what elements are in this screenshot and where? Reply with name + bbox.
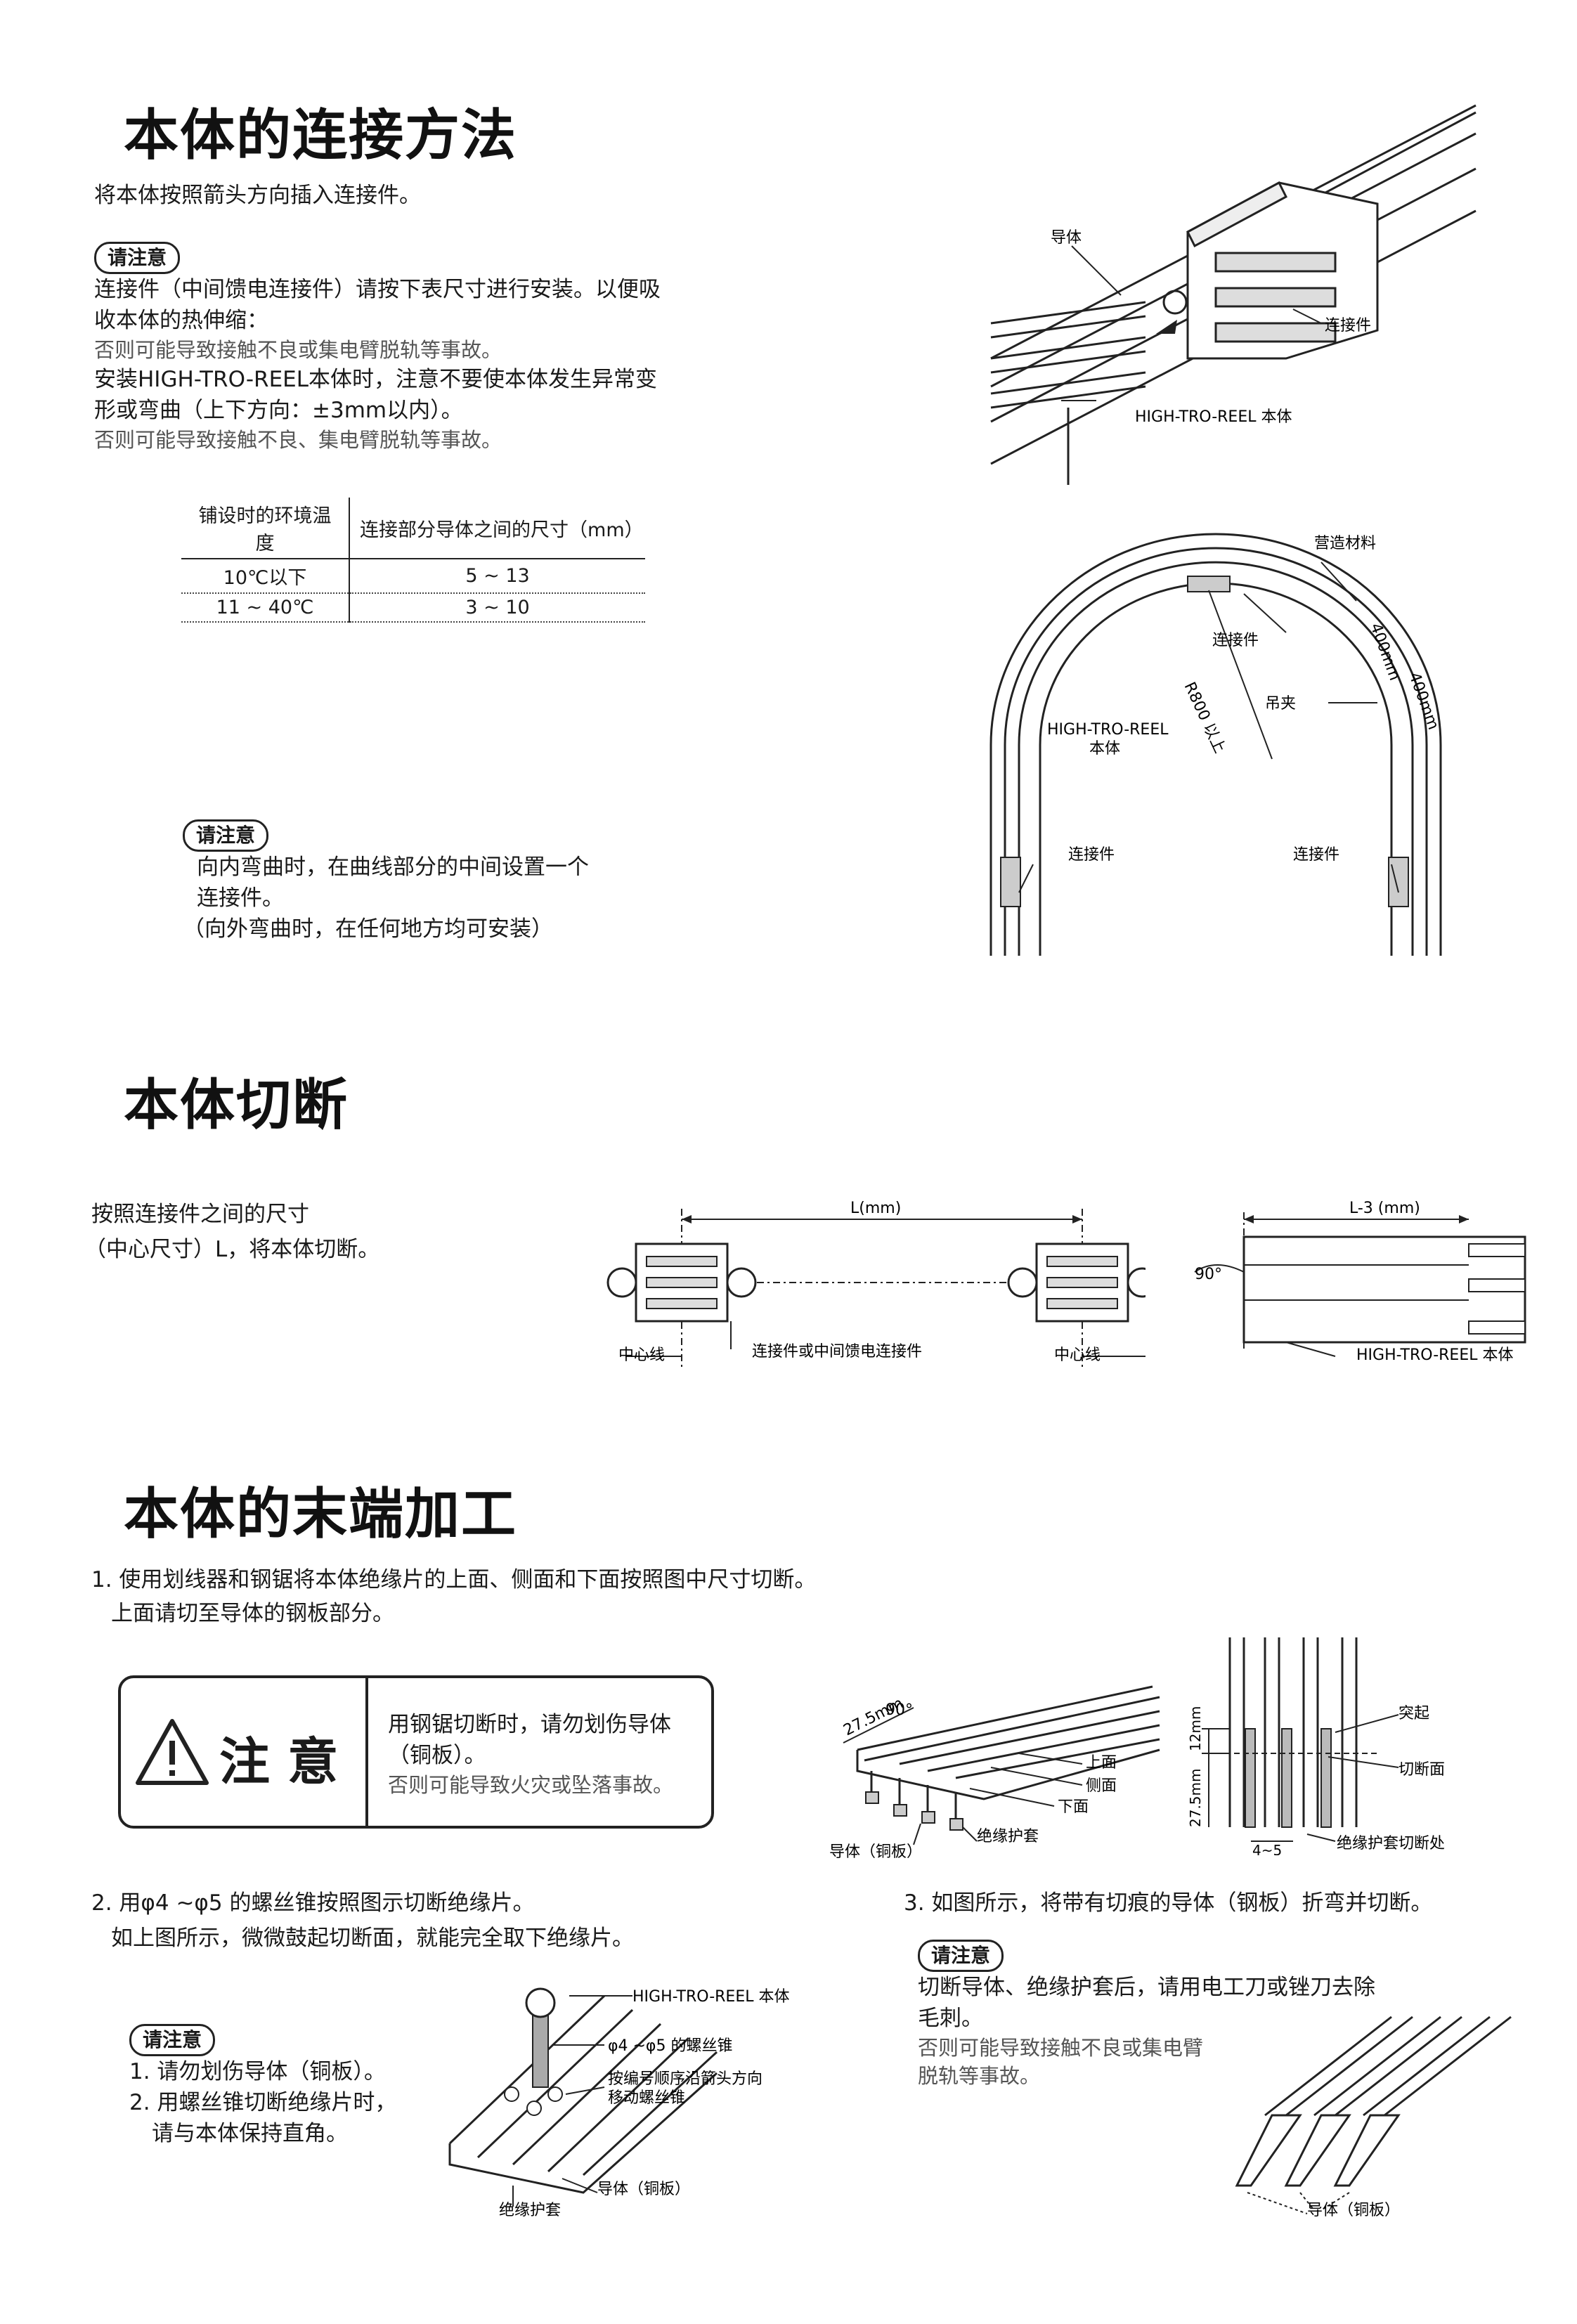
label-dimv2: 12mm <box>1188 1706 1204 1751</box>
warning-icon <box>136 1719 209 1785</box>
note-line: 收本体的热伸缩： <box>94 308 268 333</box>
label-radius: R800 以上 <box>1181 680 1228 756</box>
label-body1: HIGH-TRO-REEL <box>1047 721 1169 739</box>
label-body: HIGH-TRO-REEL 本体 <box>632 1988 789 2006</box>
label-angle: 90° <box>885 1701 913 1719</box>
label-clamp: 吊夹 <box>1265 695 1296 713</box>
note-tag: 请注意 <box>918 1940 1004 1972</box>
warning-line: （铜板）。 <box>388 1743 486 1768</box>
label-dimv1: 27.5mm <box>1188 1769 1204 1828</box>
label-l-dim: L(mm) <box>850 1200 901 1217</box>
label-sheath: 绝缘护套 <box>977 1828 1039 1845</box>
cut-text-2: （中心尺寸）L，将本体切断。 <box>84 1237 380 1262</box>
table-cell: 3 ~ 10 <box>349 593 645 623</box>
note-tag: 请注意 <box>94 242 181 274</box>
label-bottom: 下面 <box>1058 1798 1089 1816</box>
bend-figure: 导体（铜板） <box>1235 2015 1512 2219</box>
cut-l3-figure: L-3 (mm) 90° HIGH-TRO-REEL 本体 <box>1194 1200 1526 1364</box>
label-body: HIGH-TRO-REEL 本体 <box>1135 408 1292 426</box>
label-conductor: 导体（铜板） <box>597 2181 690 2198</box>
step3: 3. 如图所示，将带有切痕的导体（钢板）折弯并切断。 <box>904 1890 1433 1916</box>
label-connector-right: 连接件 <box>1293 846 1339 864</box>
label-centerline-2: 中心线 <box>1054 1346 1101 1364</box>
label-connector-left: 连接件 <box>1068 846 1115 864</box>
label-sheath: 绝缘护套 <box>499 2202 561 2219</box>
note-line: 连接件（中间馈电连接件）请按下表尺寸进行安装。以便吸 <box>94 277 661 302</box>
table-row: 10℃以下 5 ~ 13 <box>181 559 645 594</box>
note-line: 连接件。 <box>197 885 284 911</box>
label-cutface: 切断面 <box>1398 1761 1445 1779</box>
label-bump: 突起 <box>1398 1705 1429 1722</box>
label-conductor: 导体（铜板） <box>1307 2202 1400 2219</box>
label-order-2: 移动螺丝锥 <box>608 2089 685 2107</box>
note-line: 安装HIGH-TRO-REEL本体时，注意不要使本体发生异常变 <box>94 367 658 392</box>
label-order-1: 按编号顺序沿箭头方向 <box>608 2070 762 2088</box>
label-side: 侧面 <box>1086 1777 1117 1795</box>
note-tag: 请注意 <box>129 2024 216 2056</box>
table-header: 连接部分导体之间的尺寸（mm） <box>349 498 645 559</box>
warning-line: 否则可能导致火灾或坠落事故。 <box>388 1773 674 1797</box>
step2-b: 如上图所示，微微鼓起切断面，就能完全取下绝缘片。 <box>111 1926 634 1951</box>
table-header-row: 铺设时的环境温度 连接部分导体之间的尺寸（mm） <box>181 498 645 559</box>
note1: 请注意 连接件（中间馈电连接件）请按下表尺寸进行安装。以便吸 收本体的热伸缩： … <box>94 242 661 454</box>
table-header: 铺设时的环境温度 <box>181 498 350 559</box>
note-line: 否则可能导致接触不良或集电臂 <box>918 2036 1204 2060</box>
end-cut-figure-a: 27.5mm 90° 上面 侧面 下面 导体（铜板） 绝缘护套 <box>829 1685 1160 1861</box>
label-connector: 连接件或中间馈电连接件 <box>752 1343 922 1361</box>
table-cell: 10℃以下 <box>181 559 350 594</box>
curve-figure: 营造材料 连接件 400mm 400mm R800 以上 吊夹 HIGH-TRO… <box>989 533 1442 956</box>
note-line: 1. 请勿划伤导体（铜板）。 <box>129 2059 386 2084</box>
warning-title: 注 意 <box>219 1732 339 1791</box>
note-line: 否则可能导致接触不良或集电臂脱轨等事故。 <box>94 338 502 362</box>
table-cell: 5 ~ 13 <box>349 559 645 594</box>
connect-intro: 将本体按照箭头方向插入连接件。 <box>94 183 421 208</box>
section-title-connect: 本体的连接方法 <box>124 104 518 167</box>
note-line: 2. 用螺丝锥切断绝缘片时， <box>129 2090 397 2115</box>
label-conductor: 导体 <box>1051 229 1082 247</box>
label-dim1: 400mm <box>1366 621 1403 683</box>
connection-figure: 导体 连接件 HIGH-TRO-REEL 本体 <box>990 104 1477 485</box>
note-line: 毛刺。 <box>918 2006 983 2031</box>
note-tag: 请注意 <box>183 819 269 852</box>
note4: 请注意 切断导体、绝缘护套后，请用电工刀或锉刀去除 毛刺。 否则可能导致接触不良… <box>918 1940 1375 2090</box>
label-centerline-1: 中心线 <box>618 1346 665 1364</box>
cut-length-figure: L(mm) 中心线 连接件或中间馈电连接件 中心线 <box>606 1200 1146 1370</box>
section-title-cut: 本体切断 <box>124 1074 349 1137</box>
note-line: （向外弯曲时，在任何地方均可安装） <box>183 916 553 942</box>
warning-text: 用钢锯切断时，请勿划伤导体 （铜板）。 否则可能导致火灾或坠落事故。 <box>388 1709 673 1799</box>
note-line: 形或弯曲（上下方向：±3mm以内）。 <box>94 398 463 423</box>
cut-text-1: 按照连接件之间的尺寸 <box>91 1202 309 1227</box>
warning-line: 用钢锯切断时，请勿划伤导体 <box>388 1712 671 1737</box>
table-row: 11 ~ 40℃ 3 ~ 10 <box>181 593 645 623</box>
label-drill: φ4 ~φ5 的螺丝锥 <box>608 2037 732 2055</box>
note3: 请注意 1. 请勿划伤导体（铜板）。 2. 用螺丝锥切断绝缘片时， 请与本体保持… <box>129 2024 396 2149</box>
spacing-table: 铺设时的环境温度 连接部分导体之间的尺寸（mm） 10℃以下 5 ~ 13 11… <box>181 498 645 623</box>
label-connector-top: 连接件 <box>1212 632 1259 649</box>
note-line: 脱轨等事故。 <box>918 2064 1041 2088</box>
label-dimh: 4~5 <box>1252 1842 1282 1855</box>
end-cut-figure-b: 突起 切断面 27.5mm 12mm 4~5 绝缘护套切断处 <box>1188 1637 1445 1855</box>
step1-a: 1. 使用划线器和钢锯将本体绝缘片的上面、侧面和下面按照图中尺寸切断。 <box>91 1567 817 1592</box>
warning-box: 注 意 用钢锯切断时，请勿划伤导体 （铜板）。 否则可能导致火灾或坠落事故。 <box>118 1675 714 1829</box>
table-cell: 11 ~ 40℃ <box>181 593 350 623</box>
label-top: 上面 <box>1086 1754 1117 1772</box>
note-line: 切断导体、绝缘护套后，请用电工刀或锉刀去除 <box>918 1975 1375 2000</box>
label-cutpoint: 绝缘护套切断处 <box>1337 1835 1445 1852</box>
label-body2: 本体 <box>1089 740 1120 758</box>
section-title-end: 本体的末端加工 <box>124 1483 518 1546</box>
warning-divider <box>365 1678 368 1826</box>
note-line: 否则可能导致接触不良、集电臂脱轨等事故。 <box>94 428 502 452</box>
label-connector: 连接件 <box>1325 317 1371 335</box>
note2: 请注意 向内弯曲时，在曲线部分的中间设置一个 连接件。 （向外弯曲时，在任何地方… <box>183 819 589 944</box>
note-line: 请与本体保持直角。 <box>152 2121 348 2146</box>
step2-a: 2. 用φ4 ~φ5 的螺丝锥按照图示切断绝缘片。 <box>91 1890 535 1916</box>
label-frame: 营造材料 <box>1314 535 1376 552</box>
label-conductor: 导体（铜板） <box>829 1843 922 1861</box>
note-line: 向内弯曲时，在曲线部分的中间设置一个 <box>197 855 589 880</box>
step1-b: 上面请切至导体的钢板部分。 <box>111 1601 394 1626</box>
drill-figure: HIGH-TRO-REEL 本体 φ4 ~φ5 的螺丝锥 按编号顺序沿箭头方向 … <box>448 1987 789 2219</box>
label-body: HIGH-TRO-REEL 本体 <box>1356 1346 1513 1364</box>
label-l3-dim: L-3 (mm) <box>1349 1200 1420 1217</box>
label-angle: 90° <box>1195 1266 1222 1283</box>
